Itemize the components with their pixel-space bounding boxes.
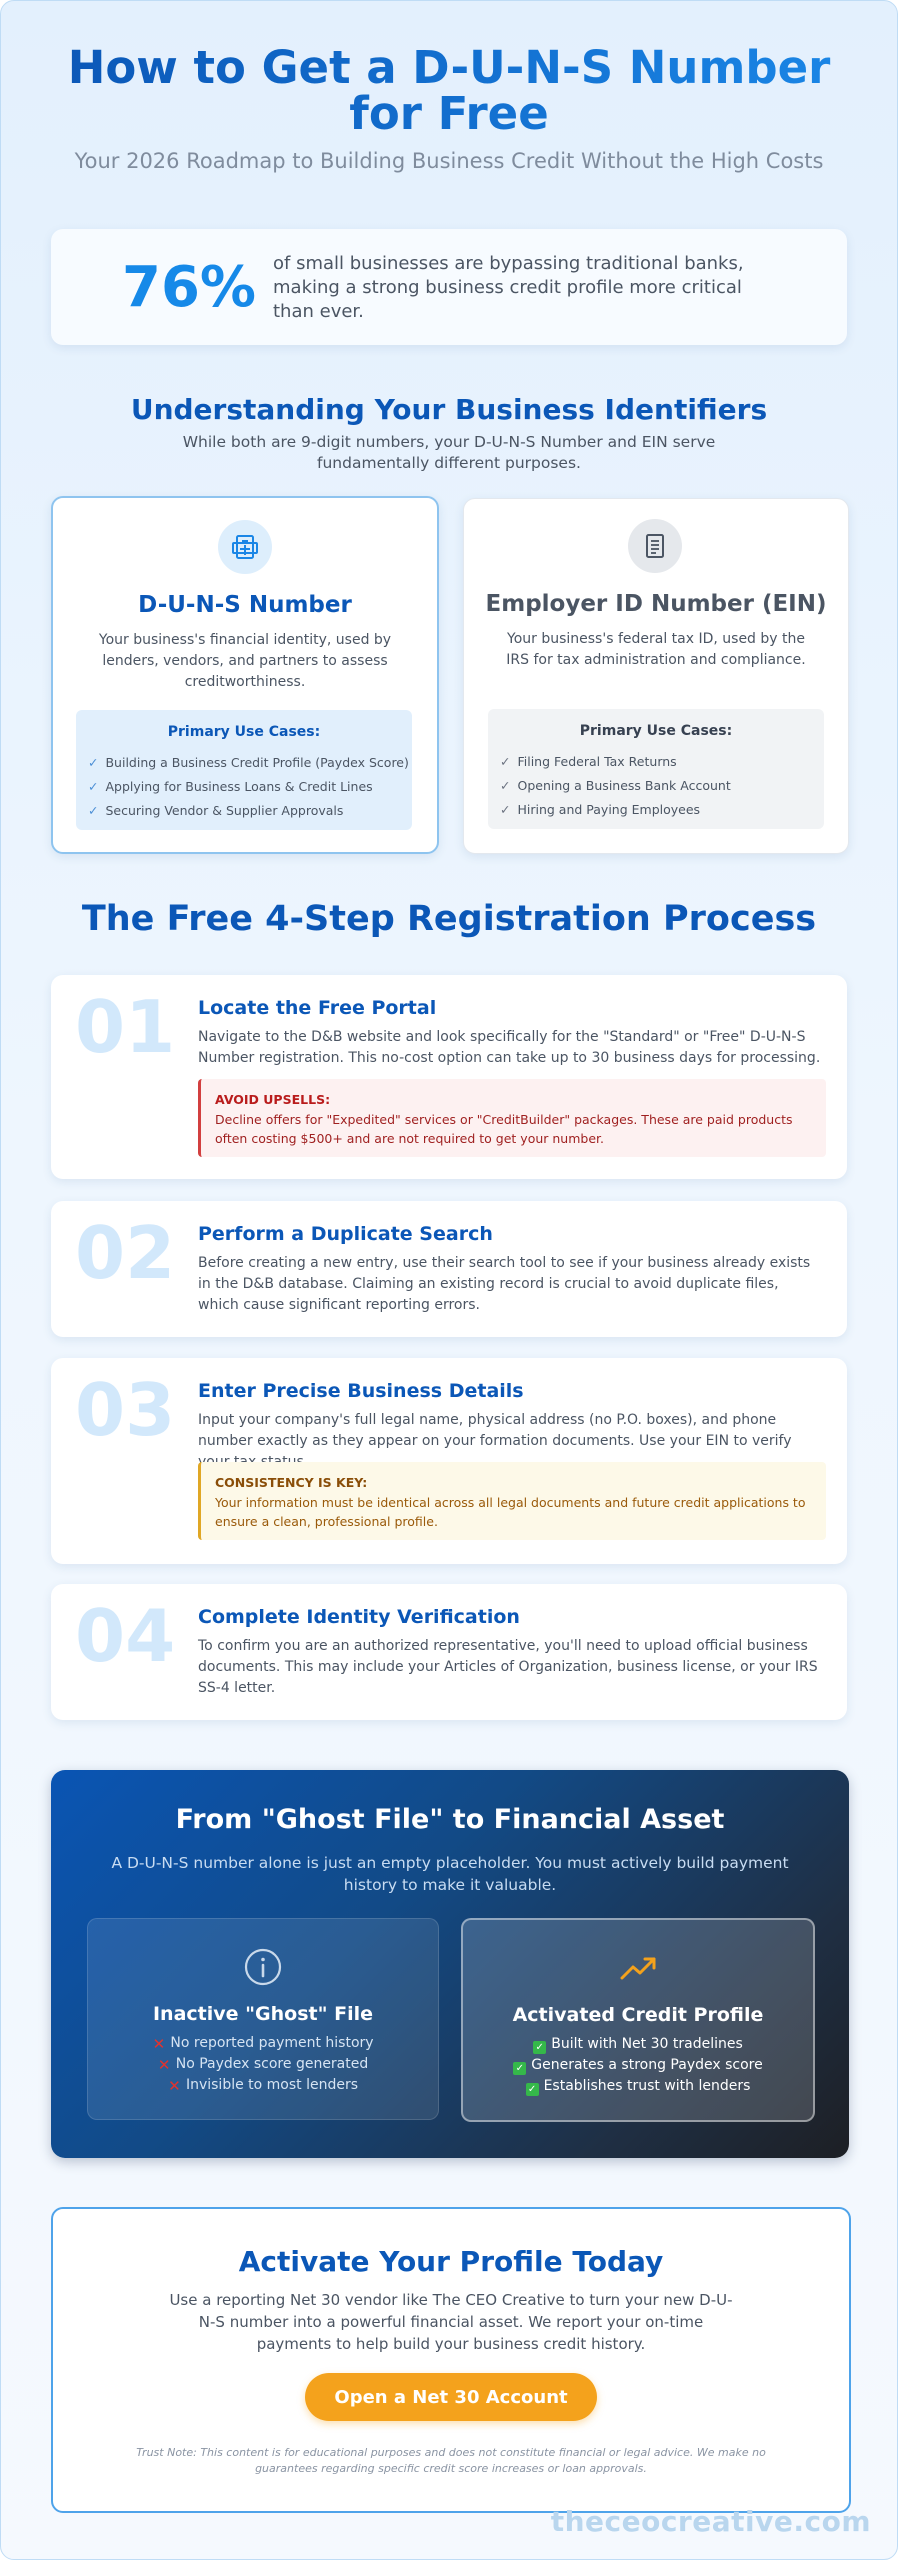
- list-item: ✓Filing Federal Tax Returns: [500, 754, 677, 769]
- check-icon: ✓: [525, 2083, 539, 2096]
- check-icon: ✓: [513, 2062, 527, 2075]
- active-title: Activated Credit Profile: [512, 2004, 764, 2026]
- callout-text: Decline offers for "Expedited" services …: [215, 1112, 793, 1146]
- step-number: 04: [75, 1594, 176, 1678]
- step-number: 03: [75, 1368, 176, 1452]
- list-item: ✓Establishes trust with lenders: [463, 2076, 813, 2097]
- step-description: Navigate to the D&B website and look spe…: [198, 1029, 821, 1066]
- stat-card: 76% of small businesses are bypassing tr…: [51, 229, 847, 345]
- active-profile-card: Activated Credit Profile ✓Built with Net…: [461, 1918, 815, 2122]
- cta-description: Use a reporting Net 30 vendor like The C…: [169, 2291, 733, 2353]
- check-icon: ✓: [500, 754, 511, 769]
- check-icon: ✓: [88, 779, 99, 794]
- ein-card: Employer ID Number (EIN) Your business's…: [463, 498, 849, 854]
- duns-description: Your business's financial identity, used…: [98, 632, 392, 690]
- check-icon: ✓: [88, 755, 99, 770]
- step-card-1: 01 Locate the Free Portal Navigate to th…: [51, 975, 847, 1179]
- stat-value: 76%: [122, 255, 257, 320]
- list-item: ✕Invisible to most lenders: [168, 2077, 359, 2095]
- upsell-warning: AVOID UPSELLS: Decline offers for "Exped…: [198, 1079, 826, 1157]
- step-number: 02: [75, 1211, 176, 1295]
- duns-use-cases-title: Primary Use Cases:: [167, 724, 321, 740]
- step-title: Complete Identity Verification: [198, 1606, 520, 1628]
- ein-use-cases: Primary Use Cases: ✓Filing Federal Tax R…: [488, 709, 824, 829]
- step-title: Perform a Duplicate Search: [198, 1223, 493, 1245]
- info-icon: [243, 1947, 283, 1987]
- check-icon: ✓: [88, 803, 99, 818]
- step-description: Input your company's full legal name, ph…: [198, 1412, 792, 1470]
- building-icon: [218, 520, 272, 574]
- step-description: To confirm you are an authorized represe…: [198, 1638, 818, 1696]
- identifiers-title: Understanding Your Business Identifiers: [130, 393, 768, 426]
- step-title: Enter Precise Business Details: [198, 1380, 524, 1402]
- step-description: Before creating a new entry, use their s…: [198, 1255, 811, 1313]
- list-item: ✓Building a Business Credit Profile (Pay…: [88, 755, 409, 770]
- check-icon: ✓: [533, 2041, 547, 2054]
- transform-title: From "Ghost File" to Financial Asset: [175, 1804, 725, 1835]
- step-card-4: 04 Complete Identity Verification To con…: [51, 1584, 847, 1720]
- list-item: ✓Built with Net 30 tradelines: [463, 2034, 813, 2055]
- step-card-3: 03 Enter Precise Business Details Input …: [51, 1358, 847, 1564]
- consistency-note: CONSISTENCY IS KEY: Your information mus…: [198, 1462, 826, 1540]
- duns-title: D-U-N-S Number: [138, 592, 352, 618]
- identifiers-subtitle: While both are 9-digit numbers, your D-U…: [182, 433, 716, 472]
- x-mark-icon: ✕: [157, 2056, 171, 2074]
- trending-up-icon: [618, 1948, 658, 1988]
- open-net30-account-button[interactable]: Open a Net 30 Account: [305, 2373, 597, 2421]
- transform-section: From "Ghost File" to Financial Asset A D…: [51, 1770, 849, 2158]
- page-subtitle: Your 2026 Roadmap to Building Business C…: [74, 149, 824, 173]
- list-item: ✓Securing Vendor & Supplier Approvals: [88, 803, 344, 818]
- ein-use-cases-title: Primary Use Cases:: [579, 723, 733, 739]
- callout-text: Your information must be identical acros…: [215, 1495, 806, 1529]
- list-item: ✓Opening a Business Bank Account: [500, 778, 731, 793]
- callout-title: CONSISTENCY IS KEY:: [215, 1475, 368, 1490]
- brand-watermark: theceocreative.com: [550, 2505, 871, 2538]
- process-title: The Free 4-Step Registration Process: [81, 899, 817, 939]
- callout-title: AVOID UPSELLS:: [215, 1092, 331, 1107]
- trust-note: Trust Note: This content is for educatio…: [136, 2446, 766, 2475]
- document-icon: [628, 519, 682, 573]
- cta-section: Activate Your Profile Today Use a report…: [51, 2207, 851, 2513]
- hero: How to Get a D-U-N-S Number for Free You…: [1, 1, 897, 174]
- step-number: 01: [75, 985, 176, 1069]
- check-icon: ✓: [500, 778, 511, 793]
- cta-title: Activate Your Profile Today: [238, 2245, 664, 2278]
- ghost-file-card: Inactive "Ghost" File ✕No reported payme…: [87, 1918, 439, 2120]
- x-mark-icon: ✕: [152, 2035, 166, 2053]
- list-item: ✓Applying for Business Loans & Credit Li…: [88, 779, 373, 794]
- ein-title: Employer ID Number (EIN): [485, 591, 827, 617]
- transform-subtitle: A D-U-N-S number alone is just an empty …: [111, 1854, 789, 1894]
- list-item: ✕No reported payment history: [152, 2035, 374, 2053]
- duns-card: D-U-N-S Number Your business's financial…: [51, 496, 439, 854]
- ghost-title: Inactive "Ghost" File: [152, 2003, 374, 2025]
- ein-description: Your business's federal tax ID, used by …: [506, 631, 806, 668]
- step-title: Locate the Free Portal: [198, 997, 437, 1019]
- page-title: How to Get a D-U-N-S Number for Free: [49, 45, 849, 137]
- duns-use-cases: Primary Use Cases: ✓Building a Business …: [76, 710, 412, 830]
- list-item: ✕No Paydex score generated: [157, 2056, 369, 2074]
- check-icon: ✓: [500, 802, 511, 817]
- step-card-2: 02 Perform a Duplicate Search Before cre…: [51, 1201, 847, 1337]
- list-item: ✓Hiring and Paying Employees: [500, 802, 701, 817]
- list-item: ✓Generates a strong Paydex score: [463, 2055, 813, 2076]
- x-mark-icon: ✕: [168, 2077, 181, 2095]
- stat-text: of small businesses are bypassing tradit…: [273, 253, 744, 322]
